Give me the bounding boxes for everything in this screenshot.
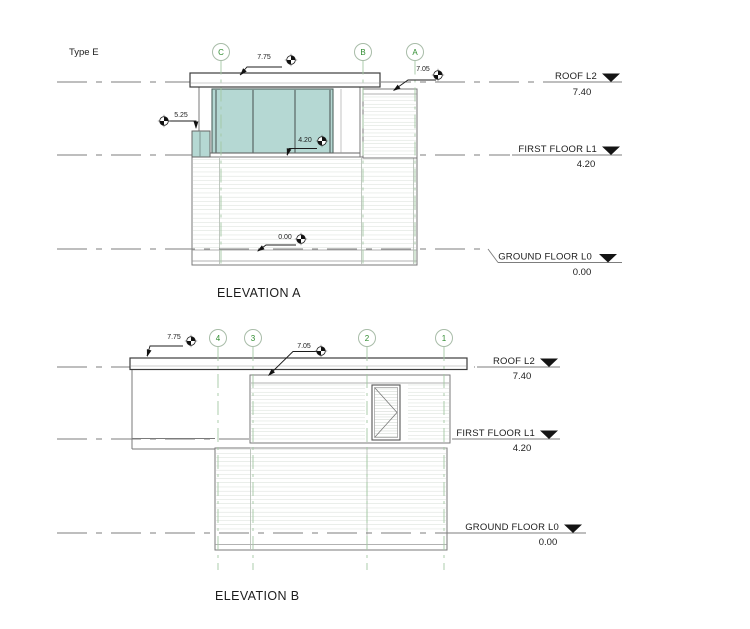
spot-dimension-text: 7.75 [257,54,271,61]
grid-bubble-label: A [412,48,418,57]
grid-bubble-label: 3 [251,334,256,343]
spot-elevation-parapet-b: 7.05 [266,343,328,378]
building-right-volume-a [362,88,418,159]
level-value: 7.40 [513,371,532,382]
roof-slab-a [189,72,381,88]
level-name: FIRST FLOOR L1 [456,428,535,439]
spot-elevation-canopy-a: 5.25 [157,112,199,129]
leader-arrow-icon [193,121,199,129]
glazing-panel [211,88,334,154]
grid-bubble-1: 1 [435,329,453,347]
level-name: FIRST FLOOR L1 [518,144,597,155]
level-datum-triangle-icon [540,430,558,439]
grid-bubble-label: 2 [365,334,370,343]
level-marker-roof-b: ROOF L2 7.40 [477,356,560,382]
building-lower-volume-a [191,156,418,266]
leader-arrow-icon [144,349,152,358]
level-value: 7.40 [573,87,592,98]
cladding-hatch [216,449,446,532]
elevation-b-title: ELEVATION B [215,589,300,603]
level-name: ROOF L2 [493,356,535,367]
building-lower-volume-b [214,447,448,551]
spot-target-icon [157,114,171,128]
level-datum-triangle-icon [564,524,582,533]
grid-bubble-2: 2 [358,329,376,347]
level-datum-triangle-icon [602,146,620,155]
level-marker-first-a: FIRST FLOOR L1 4.20 [512,144,622,170]
cladding-hatch [251,384,449,440]
cladding-hatch [364,95,416,157]
grid-bubble-label: B [360,48,365,57]
grid-bubble-label: C [218,48,224,57]
spot-target-icon [284,53,298,67]
elevation-a-view: C B A ROOF L2 7.40 FIRST FLOOR L1 4.20 G… [57,43,622,300]
level-name: GROUND FLOOR L0 [498,252,592,263]
level-datum-triangle-icon [599,254,617,263]
level-name: GROUND FLOOR L0 [465,522,559,533]
level-marker-ground-b: GROUND FLOOR L0 0.00 [460,522,586,548]
spot-dimension-text: 0.00 [278,234,292,241]
spot-dimension-text: 7.05 [297,343,311,350]
level-datum-triangle-icon [602,73,620,82]
roof-slab-b [129,357,468,371]
spot-target-icon [431,68,445,82]
level-value: 4.20 [513,443,532,454]
spot-dimension-text: 4.20 [298,137,312,144]
spot-dimension-text: 7.75 [167,334,181,341]
spot-dimension-text: 5.25 [174,112,188,119]
spot-target-icon [184,334,198,348]
spot-elevation-roof-b: 7.75 [144,334,198,358]
grid-bubble-a: A [406,43,424,61]
grid-bubble-3: 3 [244,329,262,347]
grid-bubble-label: 4 [216,334,221,343]
building-left-deck-b [131,369,215,450]
grid-bubble-label: 1 [442,334,447,343]
level-marker-ground-a: GROUND FLOOR L0 0.00 [498,252,617,278]
grid-bubble-c: C [212,43,230,61]
elevation-b-view: 4 3 2 1 ROOF L2 7.40 FIRST FLOOR L1 4.20 [57,329,586,603]
level-name: ROOF L2 [555,71,597,82]
spot-elevation-first-floor-a: 4.20 [284,134,329,157]
level-datum-triangle-icon [540,358,558,367]
building-upper-volume-a [198,86,361,158]
spot-target-icon [314,344,328,358]
level-value: 4.20 [577,159,596,170]
louvered-window-b [371,384,401,441]
elevation-a-title: ELEVATION A [217,286,301,300]
cladding-hatch [193,158,416,249]
spot-dimension-text: 7.05 [416,66,430,73]
spot-elevation-parapet-a: 7.05 [391,66,445,93]
level-marker-roof-a: ROOF L2 7.40 [543,71,622,98]
level-line-ground-a [57,248,622,263]
sheet-type-label: Type E [69,47,99,58]
level-marker-first-b: FIRST FLOOR L1 4.20 [452,428,560,454]
building-upper-volume-b [249,374,451,449]
spot-elevation-ground-a: 0.00 [255,232,308,254]
grid-bubble-b: B [354,43,372,61]
canopy-box-a [191,130,211,158]
level-value: 0.00 [573,267,592,278]
spot-elevation-roof-a: 7.75 [238,53,298,78]
louver-hatch [374,387,398,438]
level-value: 0.00 [539,537,558,548]
grid-bubble-4: 4 [209,329,227,347]
